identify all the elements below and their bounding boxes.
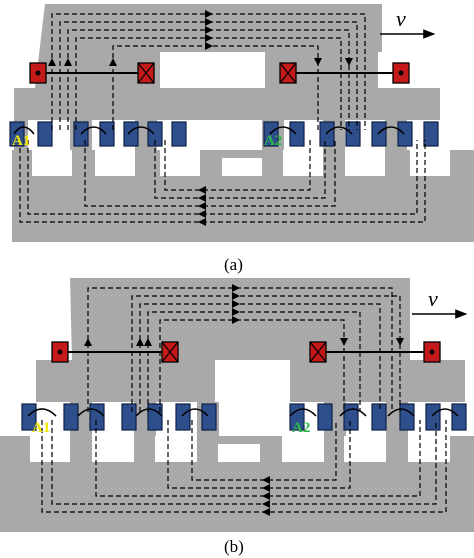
mover-core-b (70, 278, 410, 360)
mover-inner-slot-b (172, 324, 292, 360)
phase-label-b1: A1 (32, 420, 50, 436)
magnet-row-b (21, 403, 467, 431)
coil-right-dot-a (392, 62, 410, 84)
panel-b: A1 A2 v (b) (0, 278, 474, 556)
mover-tooth-right-a (260, 88, 440, 120)
stator-slots-b (30, 436, 450, 462)
coil-left-dot-b (51, 341, 69, 363)
flux-direction-arrows-a (48, 10, 353, 226)
coil-right-dot-b (423, 341, 441, 363)
flux-direction-arrows-b (84, 284, 404, 516)
coil-left-cross-b (161, 341, 179, 363)
mover-tooth-left-b (36, 360, 215, 402)
velocity-label-a: v (396, 6, 406, 31)
phase-label-a2: A2 (264, 133, 282, 149)
magnet-arcs-b (27, 408, 459, 417)
velocity-label-b: v (428, 286, 438, 311)
coil-right-cross-b (309, 341, 327, 363)
magnet-arcs-a (13, 126, 405, 135)
mover-tooth-right-b (290, 360, 465, 402)
caption-a: (a) (224, 255, 243, 274)
coil-left-dot-a (29, 62, 47, 84)
phase-label-b2: A2 (292, 420, 310, 436)
magnet-row-a (9, 121, 439, 147)
coil-left-cross-a (137, 62, 155, 84)
caption-b: (b) (224, 537, 244, 556)
flux-lines-lower-a (19, 140, 426, 223)
coil-right-cross-a (279, 62, 297, 84)
mover-tooth-left-a (14, 88, 190, 120)
phase-label-a1: A1 (12, 133, 30, 149)
panel-a: A1 A2 v (a) (9, 4, 474, 274)
stator-slots-a (32, 150, 450, 176)
